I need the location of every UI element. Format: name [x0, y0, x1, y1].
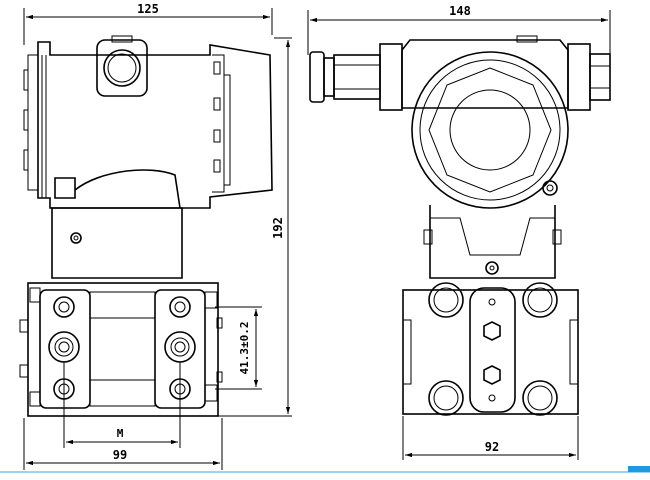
- dimension-148: 148: [307, 4, 611, 55]
- dimension-flange-spacing: 41.3±0.2: [215, 306, 262, 390]
- cable-glands: [309, 43, 611, 111]
- sensor-flange-side: [19, 282, 223, 417]
- dimension-thread: M: [63, 362, 181, 448]
- front-neck: [423, 205, 562, 279]
- width-label-148: 148: [449, 4, 471, 18]
- accent-bar: [628, 466, 650, 472]
- height-label-192: 192: [271, 217, 285, 239]
- base-width-label-92: 92: [485, 440, 499, 454]
- dimension-192: 192: [218, 37, 292, 417]
- front-view: 148: [307, 4, 611, 460]
- dimension-92: 92: [402, 416, 579, 460]
- dimension-99: 99: [23, 418, 223, 470]
- dimension-125: 125: [23, 2, 273, 45]
- head-housing: [401, 35, 569, 209]
- thread-label: M: [117, 427, 124, 440]
- sensor-flange-front: [402, 282, 579, 416]
- flange-spacing-label: 41.3±0.2: [238, 322, 251, 375]
- width-label-125: 125: [137, 2, 159, 16]
- transmitter-housing: [23, 35, 273, 279]
- side-view: 125: [19, 2, 292, 470]
- base-width-label-99: 99: [113, 448, 127, 462]
